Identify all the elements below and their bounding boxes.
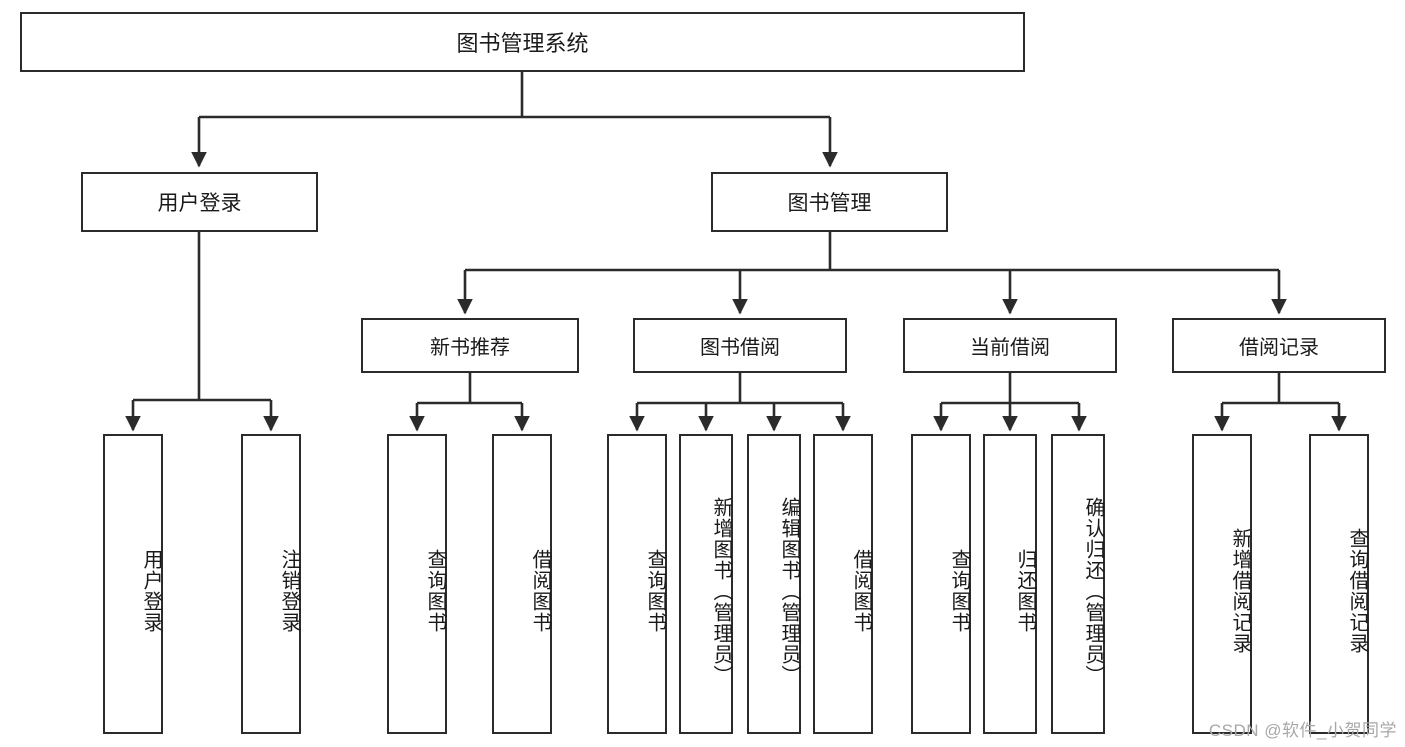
leaf-book-borrow-query-book[interactable]: 查询图书 bbox=[607, 434, 667, 734]
node-label: 用户登录 bbox=[140, 549, 162, 633]
leaf-new-book-query-book[interactable]: 查询图书 bbox=[387, 434, 447, 734]
node-new-book-recommend[interactable]: 新书推荐 bbox=[361, 318, 579, 373]
node-label: 图书管理 bbox=[787, 192, 872, 215]
node-label: 新书推荐 bbox=[430, 337, 510, 359]
node-label: 归还图书 bbox=[1014, 549, 1036, 633]
leaf-borrow-record-query-record[interactable]: 查询借阅记录 bbox=[1309, 434, 1369, 734]
leaf-current-borrow-query-book[interactable]: 查询图书 bbox=[911, 434, 971, 734]
node-label: 确认归还（管理员） bbox=[1082, 496, 1104, 686]
node-label: 图书管理系统 bbox=[456, 31, 589, 56]
node-label: 当前借阅 bbox=[970, 337, 1050, 359]
watermark-csdn: CSDN @软件_小贺同学 bbox=[1208, 721, 1397, 740]
node-root-book-management-system[interactable]: 图书管理系统 bbox=[20, 12, 1025, 72]
node-label: 注销登录 bbox=[278, 549, 300, 633]
leaf-book-borrow-edit-book-admin[interactable]: 编辑图书（管理员） bbox=[747, 434, 801, 734]
node-label: 编辑图书（管理员） bbox=[778, 496, 800, 686]
leaf-new-book-borrow-book[interactable]: 借阅图书 bbox=[492, 434, 552, 734]
node-label: 查询借阅记录 bbox=[1346, 528, 1368, 654]
node-book-borrow[interactable]: 图书借阅 bbox=[633, 318, 847, 373]
node-label: 查询图书 bbox=[948, 549, 970, 633]
node-label: 借阅图书 bbox=[850, 549, 872, 633]
node-label: 借阅图书 bbox=[529, 549, 551, 633]
leaf-user-login-logout[interactable]: 注销登录 bbox=[241, 434, 301, 734]
leaf-current-borrow-confirm-return-admin[interactable]: 确认归还（管理员） bbox=[1051, 434, 1105, 734]
node-label: 借阅记录 bbox=[1239, 337, 1319, 359]
node-borrow-record[interactable]: 借阅记录 bbox=[1172, 318, 1386, 373]
node-label: 查询图书 bbox=[644, 549, 666, 633]
node-label: 用户登录 bbox=[157, 192, 242, 215]
leaf-book-borrow-add-book-admin[interactable]: 新增图书（管理员） bbox=[679, 434, 733, 734]
leaf-current-borrow-return-book[interactable]: 归还图书 bbox=[983, 434, 1037, 734]
node-user-login[interactable]: 用户登录 bbox=[81, 172, 318, 232]
node-book-management[interactable]: 图书管理 bbox=[711, 172, 948, 232]
leaf-user-login-login[interactable]: 用户登录 bbox=[103, 434, 163, 734]
node-label: 新增图书（管理员） bbox=[710, 496, 732, 686]
node-label: 查询图书 bbox=[424, 549, 446, 633]
node-current-borrow[interactable]: 当前借阅 bbox=[903, 318, 1117, 373]
node-label: 新增借阅记录 bbox=[1229, 528, 1251, 654]
node-label: 图书借阅 bbox=[700, 337, 780, 359]
leaf-book-borrow-borrow-book[interactable]: 借阅图书 bbox=[813, 434, 873, 734]
leaf-borrow-record-add-record[interactable]: 新增借阅记录 bbox=[1192, 434, 1252, 734]
